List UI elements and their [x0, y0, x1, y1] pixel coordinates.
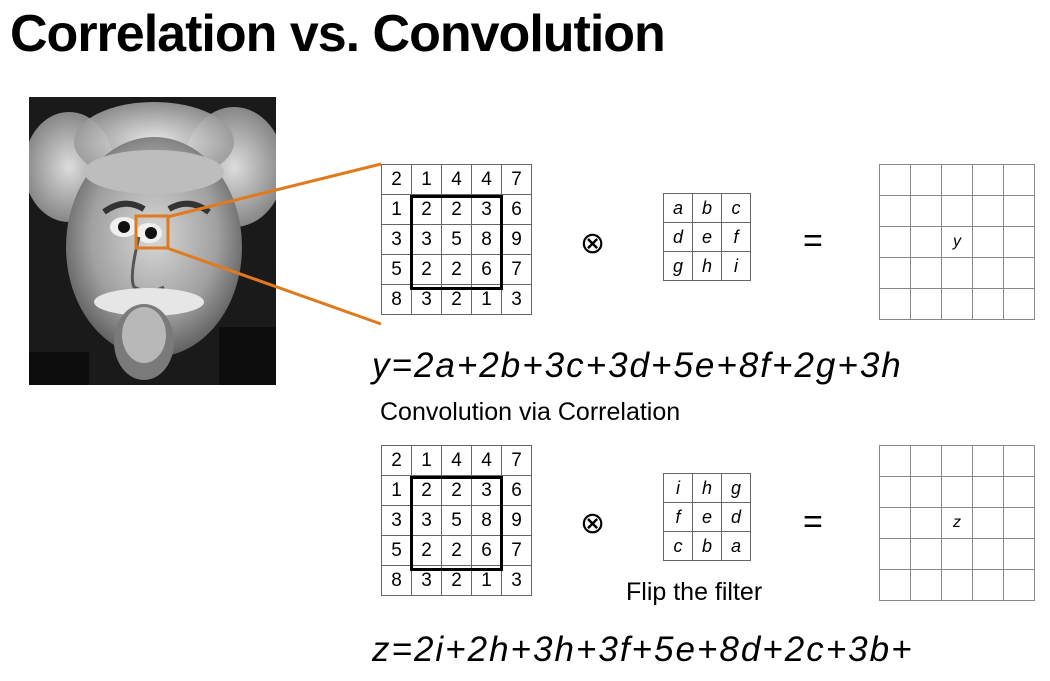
cell: 2	[441, 254, 472, 285]
output-cell-y: y	[941, 226, 973, 258]
page-title: Correlation vs. Convolution	[10, 5, 666, 63]
portrait-photo	[29, 97, 276, 385]
convolution-operator-top: ⊗	[580, 227, 606, 260]
formula-bottom: z=2i+2h+3h+3f+5e+8d+2c+3b+	[372, 630, 914, 669]
cell: 2	[381, 445, 412, 476]
cell: 5	[441, 505, 472, 536]
cell: 7	[501, 254, 532, 285]
filter-window-bottom	[410, 476, 503, 571]
image-grid-bottom: 2 1 4 4 7 1 2 2 3 6 3 3 5 8 9 5 2 2 6 7 …	[381, 445, 532, 596]
filter-window-top	[410, 195, 503, 290]
cell: 1	[381, 475, 412, 506]
filter-cell: e	[692, 502, 722, 532]
cell: 3	[501, 284, 532, 315]
filter-cell: f	[663, 502, 693, 532]
filter-cell: g	[721, 473, 751, 503]
cell: 4	[471, 164, 502, 195]
cell: 9	[501, 224, 532, 255]
section-label: Convolution via Correlation	[380, 398, 681, 426]
filter-grid: a b c d e f g h i	[663, 193, 751, 281]
cell: 5	[441, 224, 472, 255]
output-grid-top: y	[879, 164, 1035, 320]
filter-cell: h	[692, 251, 722, 281]
filter-cell: d	[663, 222, 693, 252]
filter-cell: f	[721, 222, 751, 252]
cell: 8	[471, 224, 502, 255]
flipped-filter-grid: i h g f e d c b a	[663, 473, 751, 561]
cell: 1	[411, 445, 442, 476]
cell: 1	[381, 194, 412, 225]
cell: 7	[501, 535, 532, 566]
filter-cell: c	[663, 531, 693, 561]
cell: 3	[381, 224, 412, 255]
cell: 8	[381, 565, 412, 596]
cell: 3	[501, 565, 532, 596]
filter-cell: i	[721, 251, 751, 281]
output-grid-bottom: z	[879, 445, 1035, 601]
cell: 2	[441, 194, 472, 225]
flip-caption: Flip the filter	[626, 578, 763, 606]
filter-cell: g	[663, 251, 693, 281]
filter-cell: d	[721, 502, 751, 532]
filter-cell: e	[692, 222, 722, 252]
equals-sign-top: =	[803, 222, 823, 260]
filter-cell: h	[692, 473, 722, 503]
cell: 3	[381, 505, 412, 536]
cell: 6	[501, 475, 532, 506]
cell: 3	[411, 505, 442, 536]
cell: 7	[501, 445, 532, 476]
filter-cell: i	[663, 473, 693, 503]
cell: 9	[501, 505, 532, 536]
filter-cell: a	[721, 531, 751, 561]
cell: 2	[381, 164, 412, 195]
cell: 8	[381, 284, 412, 315]
cell: 5	[381, 535, 412, 566]
filter-cell: b	[692, 193, 722, 223]
cell: 3	[471, 194, 502, 225]
equals-sign-bottom: =	[803, 503, 823, 541]
cell: 6	[501, 194, 532, 225]
cell: 7	[501, 164, 532, 195]
cell: 2	[411, 535, 442, 566]
filter-cell: c	[721, 193, 751, 223]
cell: 5	[381, 254, 412, 285]
convolution-operator-bottom: ⊗	[580, 507, 606, 540]
cell: 2	[441, 535, 472, 566]
cell: 4	[441, 445, 472, 476]
cell: 4	[441, 164, 472, 195]
filter-cell: b	[692, 531, 722, 561]
cell: 4	[471, 445, 502, 476]
formula-top: y=2a+2b+3c+3d+5e+8f+2g+3h	[372, 346, 903, 385]
output-cell-z: z	[941, 507, 973, 539]
filter-cell: a	[663, 193, 693, 223]
cell: 1	[411, 164, 442, 195]
